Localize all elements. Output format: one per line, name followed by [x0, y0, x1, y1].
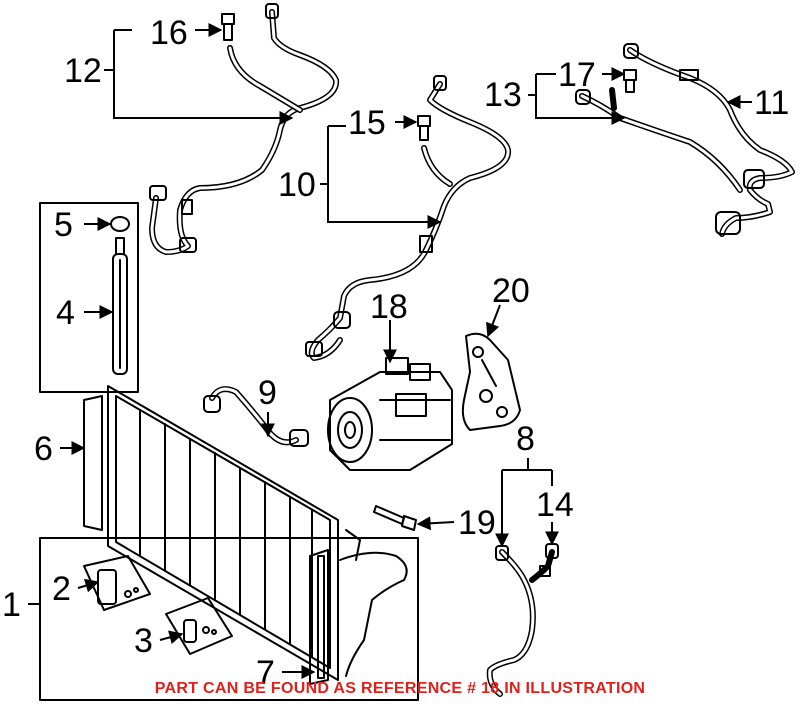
part-12-hose	[149, 3, 340, 255]
part-15-bolt	[417, 115, 431, 141]
callout-17: 17	[558, 56, 596, 94]
callout-12: 12	[64, 52, 102, 90]
part-11-hose	[575, 43, 795, 237]
callout-16: 16	[150, 14, 188, 52]
callout-3: 3	[134, 622, 153, 660]
callout-11: 11	[754, 84, 789, 122]
part-3-bracket	[165, 597, 233, 655]
reference-notice: PART CAN BE FOUND AS REFERENCE # 18 IN I…	[154, 680, 646, 697]
callout-8: 8	[516, 420, 535, 458]
callout-20: 20	[492, 272, 530, 310]
part-8-hose	[486, 543, 559, 697]
part-20-bracket	[461, 332, 521, 431]
callout-labels: 16 12 15 10 17 13 11 5 4 6 1 2 3 7 9 18 …	[2, 14, 789, 692]
part-10-hose	[305, 75, 512, 361]
part-16-bolt	[221, 13, 235, 41]
callout-2: 2	[52, 570, 71, 608]
callout-14: 14	[536, 486, 574, 524]
part-1-box	[39, 537, 419, 701]
condenser	[83, 385, 408, 685]
callout-9: 9	[258, 374, 277, 412]
leader-lines	[28, 23, 752, 679]
callout-5: 5	[54, 206, 73, 244]
callout-18: 18	[370, 288, 408, 326]
callout-1: 1	[2, 586, 21, 624]
part-9-hose	[203, 386, 309, 447]
callout-6: 6	[34, 430, 53, 468]
callout-19: 19	[458, 504, 496, 542]
part-18-compressor	[327, 357, 453, 471]
part-7-strip	[317, 555, 325, 679]
part-17-switch	[623, 69, 637, 93]
callout-7: 7	[256, 654, 275, 692]
callout-4: 4	[56, 294, 75, 332]
callout-10: 10	[278, 166, 316, 204]
callout-13: 13	[484, 76, 522, 114]
part-19-bolt	[373, 505, 417, 531]
callout-15: 15	[348, 104, 386, 142]
